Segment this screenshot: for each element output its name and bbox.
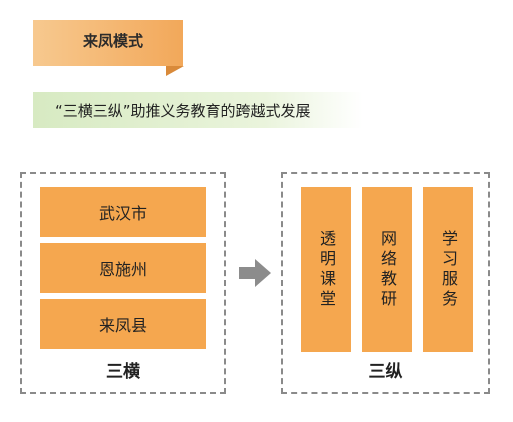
horizontal-box: 武汉市 恩施州 来凤县 三横	[20, 172, 226, 394]
row-wuhan: 武汉市	[40, 187, 206, 237]
subtitle-banner: “三横三纵”助推义务教育的跨越式发展	[33, 92, 363, 128]
column-learning-service: 学习服务	[423, 187, 473, 352]
row-enshi: 恩施州	[40, 243, 206, 293]
column-network-research: 网络教研	[362, 187, 412, 352]
column-transparent-classroom: 透明课堂	[301, 187, 351, 352]
banner-fold	[166, 66, 184, 76]
vertical-box: 透明课堂 网络教研 学习服务 三纵	[281, 172, 490, 394]
title-banner: 来凤模式	[33, 20, 184, 76]
horizontal-caption: 三横	[106, 362, 140, 382]
row-laifeng: 来凤县	[40, 299, 206, 349]
vertical-caption: 三纵	[368, 362, 403, 382]
arrow-right-icon	[239, 259, 271, 287]
page-title: 来凤模式	[83, 32, 144, 50]
subtitle-text: “三横三纵”助推义务教育的跨越式发展	[55, 102, 311, 120]
